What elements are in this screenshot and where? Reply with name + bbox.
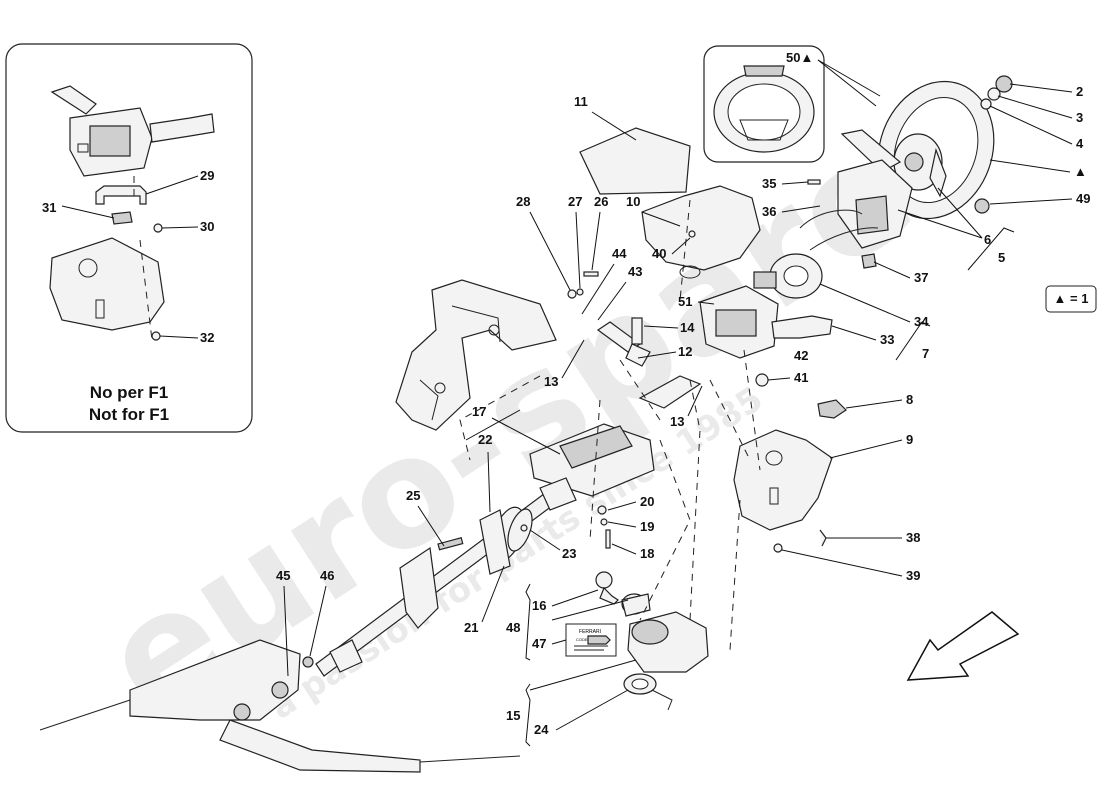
callout-34: 34 <box>914 314 929 329</box>
callout-3: 3 <box>1076 110 1083 125</box>
callout-32: 32 <box>200 330 214 345</box>
callout-47: 47 <box>532 636 546 651</box>
callout-13b: 13 <box>670 414 684 429</box>
callout-23: 23 <box>562 546 576 561</box>
callout-22: 22 <box>478 432 492 447</box>
group-brackets <box>465 227 1015 747</box>
support-frame-illustration <box>395 279 557 431</box>
callout-13a: 13 <box>544 374 558 389</box>
callout-33: 33 <box>880 332 894 347</box>
callout-46: 46 <box>320 568 334 583</box>
callout-38: 38 <box>906 530 920 545</box>
switch-cluster-illustration <box>699 159 913 359</box>
legend-box <box>1045 285 1097 313</box>
callout-37: 37 <box>914 270 928 285</box>
key-card-code: CODE <box>576 637 588 642</box>
column-assembly-illustration <box>529 317 702 497</box>
callout-26: 26 <box>594 194 608 209</box>
wheel-detail-panel <box>703 45 825 163</box>
legend-text: ▲ = 1 <box>1054 291 1089 306</box>
callout-31: 31 <box>42 200 56 215</box>
callout-9: 9 <box>906 432 913 447</box>
callout-30: 30 <box>200 219 214 234</box>
callout-18: 18 <box>640 546 654 561</box>
inset-cover-illustration <box>49 237 165 341</box>
callout-45: 45 <box>276 568 290 583</box>
inset-note-en: Not for F1 <box>89 405 169 424</box>
callout-20: 20 <box>640 494 654 509</box>
direction-arrow-icon <box>906 611 1020 681</box>
callout-2: 2 <box>1076 84 1083 99</box>
callout-25: 25 <box>406 488 420 503</box>
callout-27: 27 <box>568 194 582 209</box>
callout-39: 39 <box>906 568 920 583</box>
callout-40: 40 <box>652 246 666 261</box>
callout-4: 4 <box>1076 136 1084 151</box>
callout-43: 43 <box>628 264 642 279</box>
callout-5: 5 <box>998 250 1005 265</box>
callout-7: 7 <box>922 346 929 361</box>
column-shroud-illustration <box>579 127 761 279</box>
inset-frame <box>5 43 253 433</box>
callout-42: 42 <box>794 348 808 363</box>
callout-14: 14 <box>680 320 695 335</box>
steering-rack-illustration <box>39 639 521 773</box>
ignition-lock-illustration: FERRARI CODE <box>565 571 709 711</box>
callout-44: 44 <box>612 246 627 261</box>
stalk-switch-illustration <box>50 85 215 177</box>
callout-15: 15 <box>506 708 520 723</box>
callout-24: 24 <box>534 722 549 737</box>
callout-16: 16 <box>532 598 546 613</box>
callout-29: 29 <box>200 168 214 183</box>
callout-49: 49 <box>1076 191 1090 206</box>
callout-21: 21 <box>464 620 478 635</box>
callout-28: 28 <box>516 194 530 209</box>
callout-8: 8 <box>906 392 913 407</box>
callout-35: 35 <box>762 176 776 191</box>
callout-19: 19 <box>640 519 654 534</box>
callout-12: 12 <box>678 344 692 359</box>
callout-6: 6 <box>984 232 991 247</box>
assembly-guides <box>459 199 761 651</box>
callout-48: 48 <box>506 620 520 635</box>
callout-17: 17 <box>472 404 486 419</box>
inset-panel: 29 30 31 32 No per F1 Not for F1 <box>5 43 253 433</box>
callout-50: 50▲ <box>786 50 813 65</box>
callout-36: 36 <box>762 204 776 219</box>
key-card-brand: FERRARI <box>579 629 601 635</box>
callout-41: 41 <box>794 370 808 385</box>
callout-triangle: ▲ <box>1074 164 1087 179</box>
callout-11: 11 <box>574 94 588 109</box>
inset-note-it: No per F1 <box>90 383 168 402</box>
callout-51: 51 <box>678 294 692 309</box>
callout-labels: 2 3 4 ▲ 49 50▲ 5 6 7 8 9 10 11 12 13 13 … <box>276 50 1090 737</box>
steering-shaft-illustration <box>283 477 577 685</box>
callout-10: 10 <box>626 194 640 209</box>
legend: ▲ = 1 <box>1045 285 1097 313</box>
